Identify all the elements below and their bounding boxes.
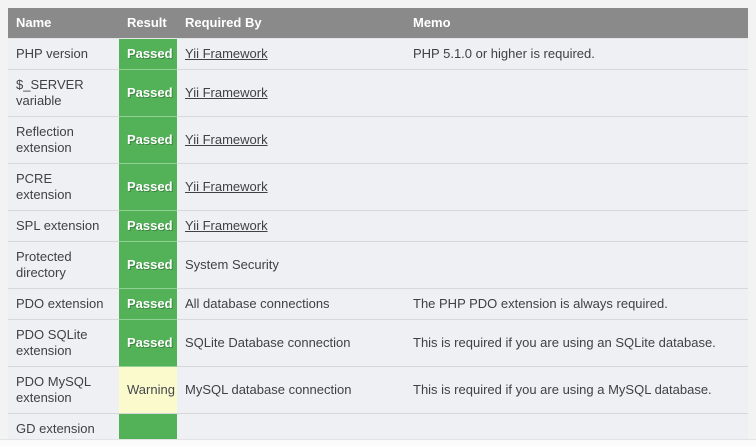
requirement-memo: [405, 116, 748, 164]
result-badge-passed: Passed: [119, 210, 177, 242]
requirement-name: PDO MySQL extension: [8, 366, 119, 414]
requirement-memo: This is required if you are using an SQL…: [405, 319, 748, 367]
result-badge-passed: Passed: [119, 38, 177, 70]
header-memo: Memo: [405, 8, 748, 39]
result-badge-passed: Passed: [119, 319, 177, 367]
requirement-memo: [405, 163, 748, 211]
table-row: PHP version Passed Yii Framework PHP 5.1…: [8, 38, 748, 70]
required-by-link[interactable]: Yii Framework: [185, 46, 268, 61]
requirement-name: PDO extension: [8, 288, 119, 320]
requirement-memo: [405, 69, 748, 117]
requirement-name: $_SERVER variable: [8, 69, 119, 117]
requirement-name: SPL extension: [8, 210, 119, 242]
header-result: Result: [119, 8, 177, 39]
required-by-link[interactable]: Yii Framework: [185, 132, 268, 147]
result-badge-passed: Passed: [119, 241, 177, 289]
header-name: Name: [8, 8, 119, 39]
requirement-memo: [405, 241, 748, 289]
table-row: Reflection extension Passed Yii Framewor…: [8, 116, 748, 164]
table-row: SPL extension Passed Yii Framework: [8, 210, 748, 242]
requirement-name: PDO SQLite extension: [8, 319, 119, 367]
requirement-name: Reflection extension: [8, 116, 119, 164]
required-by-text: SQLite Database connection: [185, 335, 351, 350]
required-by-link[interactable]: Yii Framework: [185, 179, 268, 194]
requirements-table: Name Result Required By Memo PHP version…: [8, 8, 748, 446]
result-badge-warning: Warning: [119, 366, 177, 414]
next-section-edge: [0, 439, 756, 446]
requirement-name: PCRE extension: [8, 163, 119, 211]
table-row: PDO extension Passed All database connec…: [8, 288, 748, 320]
table-row: Protected directory Passed System Securi…: [8, 241, 748, 289]
requirement-memo: [405, 210, 748, 242]
table-row: PCRE extension Passed Yii Framework: [8, 163, 748, 211]
requirement-memo: PHP 5.1.0 or higher is required.: [405, 38, 748, 70]
table-row: $_SERVER variable Passed Yii Framework: [8, 69, 748, 117]
table-row: PDO SQLite extension Passed SQLite Datab…: [8, 319, 748, 367]
requirement-memo: This is required if you are using a MySQ…: [405, 366, 748, 414]
result-badge-passed: Passed: [119, 69, 177, 117]
required-by-text: System Security: [185, 257, 279, 272]
table-header-row: Name Result Required By Memo: [8, 8, 748, 39]
required-by-text: All database connections: [185, 296, 330, 311]
header-required-by: Required By: [177, 8, 405, 39]
result-badge-passed: Passed: [119, 163, 177, 211]
required-by-link[interactable]: Yii Framework: [185, 218, 268, 233]
required-by-link[interactable]: Yii Framework: [185, 85, 268, 100]
result-badge-passed: Passed: [119, 288, 177, 320]
requirement-name: Protected directory: [8, 241, 119, 289]
required-by-text: MySQL database connection: [185, 382, 352, 397]
requirement-memo: The PHP PDO extension is always required…: [405, 288, 748, 320]
result-badge-passed: Passed: [119, 116, 177, 164]
table-row: PDO MySQL extension Warning MySQL databa…: [8, 366, 748, 414]
requirement-name: PHP version: [8, 38, 119, 70]
